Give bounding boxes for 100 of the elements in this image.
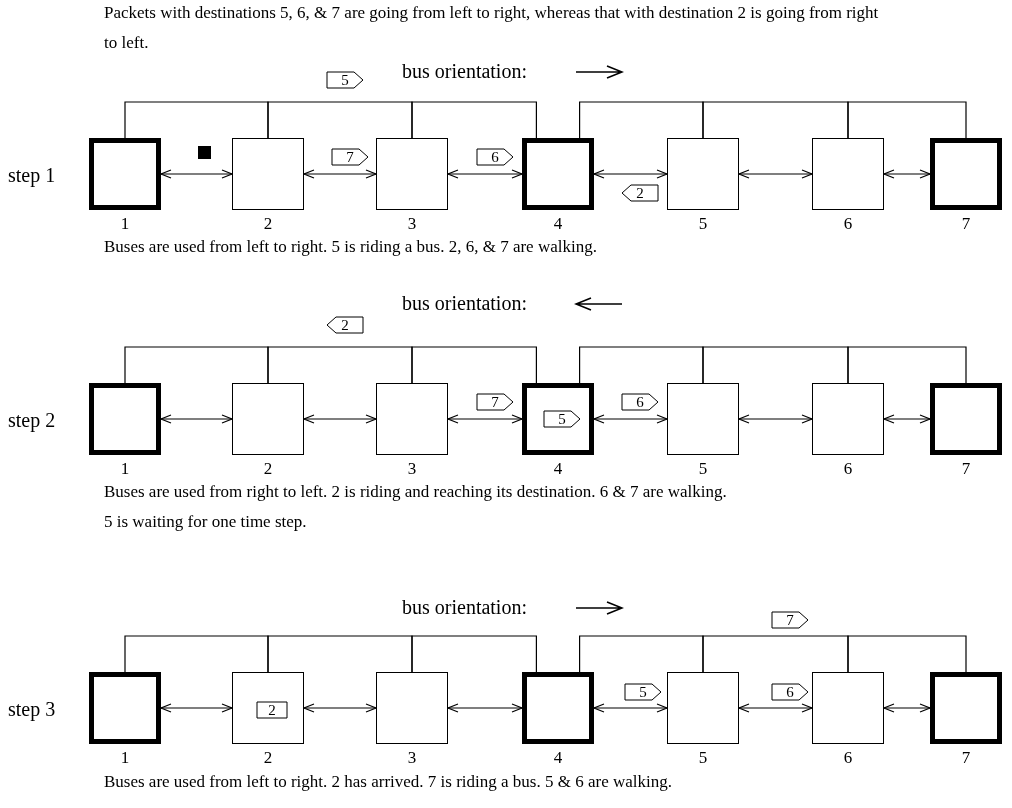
packet-tag: 7 <box>476 393 514 411</box>
node-box <box>522 383 594 455</box>
double-arrow <box>160 703 233 713</box>
bus-line <box>702 635 849 673</box>
step-label: step 3 <box>8 697 56 723</box>
node-number: 3 <box>406 459 418 479</box>
node-box <box>667 138 739 210</box>
packet-tag: 7 <box>771 611 809 629</box>
node-box <box>812 383 884 455</box>
caption-text: Buses are used from right to left. 2 is riding and reaching its destination. 6 & 7 are walking. <box>104 481 727 503</box>
double-arrow <box>593 703 668 713</box>
bus-line <box>579 346 704 384</box>
node-number: 7 <box>960 459 972 479</box>
bus-line <box>124 346 269 384</box>
bus-line <box>702 101 849 139</box>
node-box <box>522 138 594 210</box>
node-box <box>930 383 1002 455</box>
bus-line <box>702 346 849 384</box>
node-box <box>930 138 1002 210</box>
bus-line <box>411 101 537 139</box>
bus-orientation-label: bus orientation: <box>402 59 527 84</box>
packet-tag: 2 <box>253 701 291 719</box>
node-box <box>667 672 739 744</box>
double-arrow <box>883 414 931 424</box>
double-arrow <box>303 414 377 424</box>
node-number: 4 <box>552 459 564 479</box>
bus-orientation-label: bus orientation: <box>402 595 527 620</box>
node-box <box>89 138 161 210</box>
node-number: 2 <box>262 214 274 234</box>
bus-line <box>124 101 269 139</box>
packet-tag: 2 <box>326 316 364 334</box>
bus-orientation-label: bus orientation: <box>402 291 527 316</box>
node-number: 5 <box>697 748 709 768</box>
double-arrow <box>447 169 523 179</box>
bus-line <box>267 635 413 673</box>
packet-tag: 5 <box>624 683 662 701</box>
node-box <box>930 672 1002 744</box>
double-arrow <box>738 703 813 713</box>
node-number: 4 <box>552 748 564 768</box>
packet-tag: 5 <box>543 410 581 428</box>
caption-text: 5 is waiting for one time step. <box>104 511 307 533</box>
node-number: 5 <box>697 214 709 234</box>
double-arrow <box>593 414 668 424</box>
bus-line <box>579 635 704 673</box>
node-box <box>89 672 161 744</box>
bus-line <box>847 635 967 673</box>
step-label: step 1 <box>8 163 56 189</box>
step-label: step 2 <box>8 408 56 434</box>
packet-tag: 6 <box>621 393 659 411</box>
double-arrow <box>303 703 377 713</box>
node-number: 2 <box>262 748 274 768</box>
node-box <box>376 138 448 210</box>
double-arrow <box>303 169 377 179</box>
node-box <box>376 383 448 455</box>
packet-tag: 7 <box>331 148 369 166</box>
caption-text: Buses are used from left to right. 5 is riding a bus. 2, 6, & 7 are walking. <box>104 236 597 258</box>
double-arrow <box>160 169 233 179</box>
caption-text: Buses are used from left to right. 2 has arrived. 7 is riding a bus. 5 & 6 are walking. <box>104 771 672 793</box>
double-arrow <box>883 169 931 179</box>
node-number: 6 <box>842 459 854 479</box>
node-box <box>232 383 304 455</box>
node-box <box>89 383 161 455</box>
node-number: 3 <box>406 748 418 768</box>
bus-line <box>411 635 537 673</box>
node-box <box>522 672 594 744</box>
node-number: 3 <box>406 214 418 234</box>
node-box <box>376 672 448 744</box>
node-number: 1 <box>119 459 131 479</box>
node-box <box>812 138 884 210</box>
double-arrow <box>160 414 233 424</box>
packet-tag: 2 <box>621 184 659 202</box>
double-arrow <box>883 703 931 713</box>
node-box <box>232 672 304 744</box>
bus-line <box>847 346 967 384</box>
bus-line <box>124 635 269 673</box>
node-number: 1 <box>119 748 131 768</box>
node-box <box>812 672 884 744</box>
bus-line <box>267 346 413 384</box>
double-arrow <box>447 414 523 424</box>
node-number: 1 <box>119 214 131 234</box>
node-number: 2 <box>262 459 274 479</box>
double-arrow <box>738 169 813 179</box>
intro-text: Packets with destinations 5, 6, & 7 are going from left to right, whereas that with destination 2 is going from right to left. <box>104 2 880 54</box>
node-number: 5 <box>697 459 709 479</box>
bus-line <box>847 101 967 139</box>
double-arrow <box>447 703 523 713</box>
node-number: 7 <box>960 214 972 234</box>
packet-tag: 6 <box>476 148 514 166</box>
bus-line <box>411 346 537 384</box>
packet-tag: 6 <box>771 683 809 701</box>
node-number: 6 <box>842 748 854 768</box>
node-number: 7 <box>960 748 972 768</box>
node-number: 6 <box>842 214 854 234</box>
node-box <box>232 138 304 210</box>
node-box <box>667 383 739 455</box>
packet-tag: 5 <box>326 71 364 89</box>
double-arrow <box>593 169 668 179</box>
bus-line <box>579 101 704 139</box>
double-arrow <box>738 414 813 424</box>
bus-line <box>267 101 413 139</box>
